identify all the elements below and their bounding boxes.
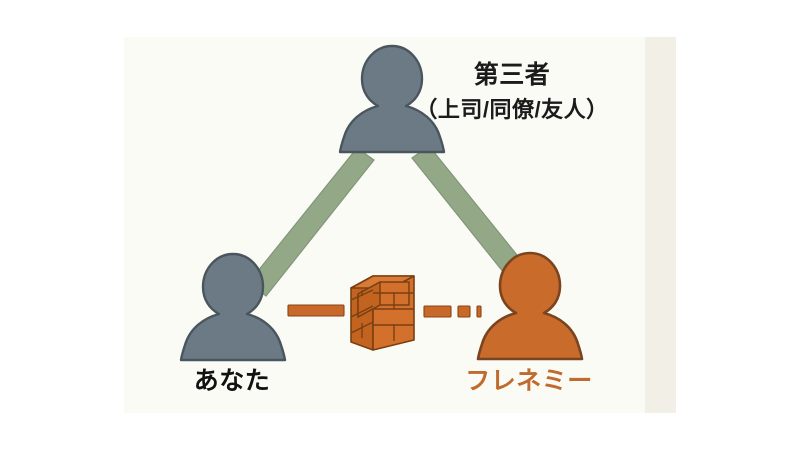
label-frenemy: フレネミー xyxy=(465,367,593,395)
person-figure-frenemy xyxy=(476,251,584,361)
label-third-party-subtitle: （上司/同僚/友人） xyxy=(415,97,609,122)
barrier-dash-right-3 xyxy=(476,305,482,318)
barrier-dash-right-1 xyxy=(423,305,452,318)
slide-content-edge-strip xyxy=(645,37,676,413)
barrier-dash-right-2 xyxy=(457,305,471,318)
label-third-party-title: 第三者 xyxy=(473,61,551,89)
barrier-dash-left xyxy=(287,304,345,317)
connector-you-to-third-party xyxy=(248,147,375,297)
person-figure-third-party xyxy=(338,44,446,154)
brick-wall-icon xyxy=(350,275,415,351)
person-figure-you xyxy=(179,252,287,362)
label-you: あなた xyxy=(193,367,271,395)
